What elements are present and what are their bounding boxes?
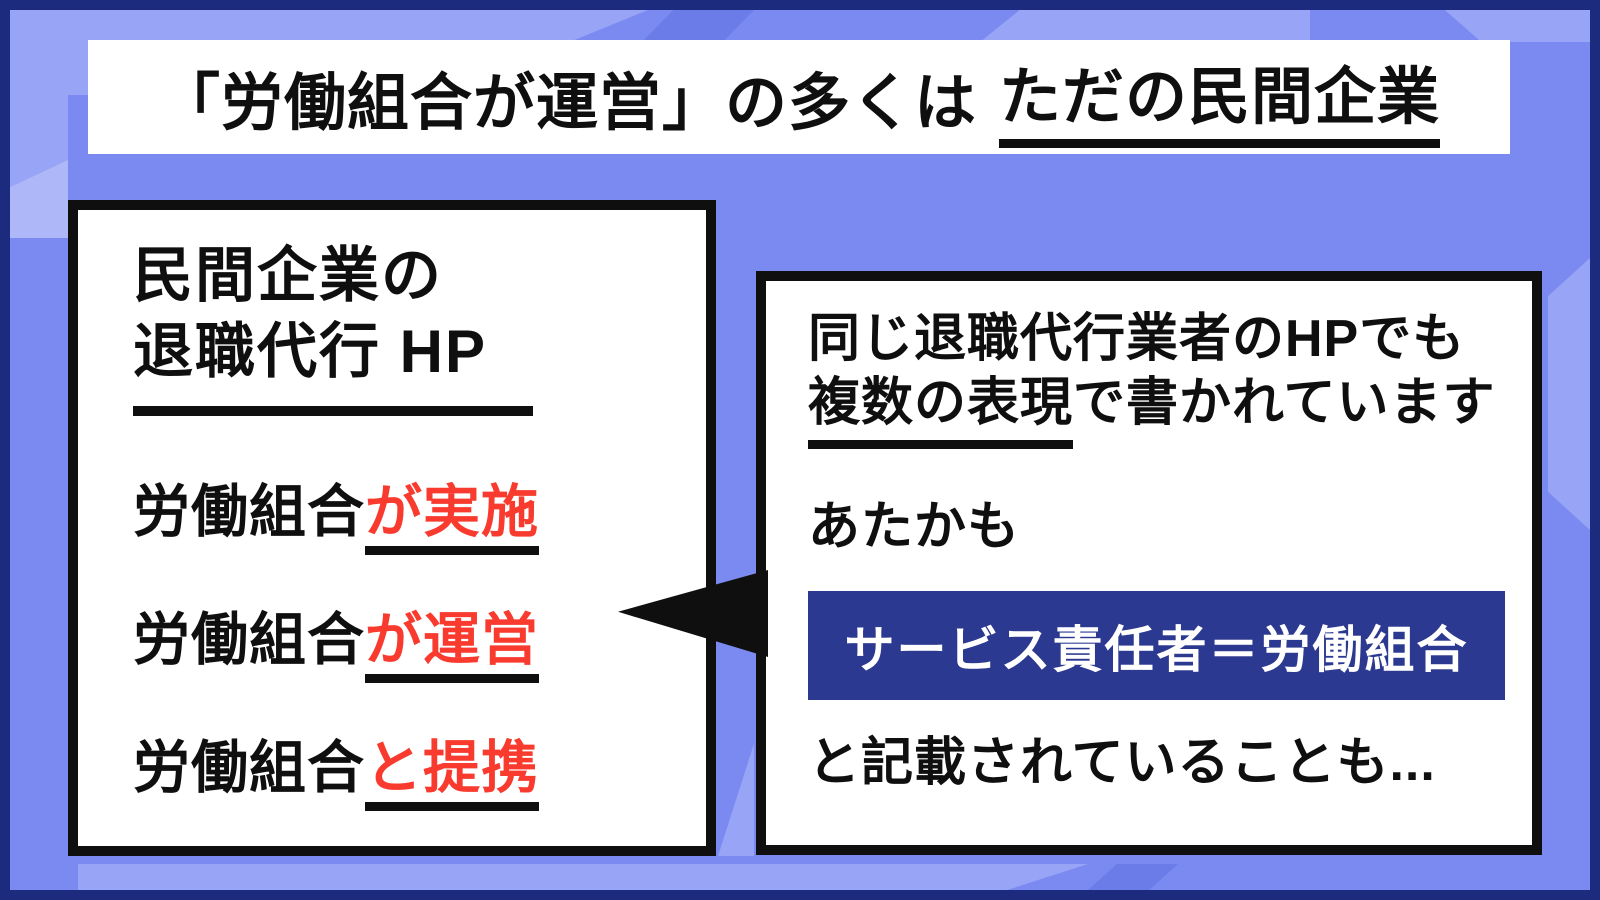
bg-band-shape bbox=[1445, 10, 1590, 42]
intro-line-2-rest: で書かれています bbox=[1073, 374, 1496, 432]
badge-text: サービス責任者＝労働組合 bbox=[844, 621, 1469, 678]
intro-line-2: 複数の表現で書かれています bbox=[808, 371, 1504, 449]
heading-line-2: 退職代行 HP bbox=[133, 318, 488, 385]
bg-band-shape bbox=[642, 10, 754, 42]
intro-line-1: 同じ退職代行業者のHPでも bbox=[808, 310, 1466, 368]
intro-paragraph: 同じ退職代行業者のHPでも 複数の表現で書かれています bbox=[808, 307, 1504, 449]
item-highlight: と提携 bbox=[365, 738, 539, 811]
right-panel: 同じ退職代行業者のHPでも 複数の表現で書かれています あたかも サービス責任者… bbox=[756, 271, 1542, 855]
bg-band-shape bbox=[1088, 864, 1178, 890]
outro-text: と記載されていることも... bbox=[808, 734, 1436, 792]
lead-text: あたかも bbox=[808, 498, 1021, 556]
expression-item-2: 労働組合が運営 bbox=[133, 610, 706, 683]
bg-band-shape bbox=[78, 864, 1088, 890]
left-panel-heading: 民間企業の 退職代行 HP bbox=[133, 238, 706, 390]
heading-underline bbox=[133, 406, 533, 416]
title-emphasis: ただの民間企業 bbox=[999, 46, 1441, 148]
equation-badge: サービス責任者＝労働組合 bbox=[808, 591, 1505, 700]
item-prefix: 労働組合 bbox=[133, 736, 365, 800]
heading-line-1: 民間企業の bbox=[133, 242, 443, 309]
item-highlight: が運営 bbox=[365, 610, 539, 683]
bg-band-shape bbox=[980, 10, 1310, 42]
intro-underlined-phrase: 複数の表現 bbox=[808, 371, 1074, 449]
bg-triangle-shape bbox=[718, 743, 754, 856]
item-prefix: 労働組合 bbox=[133, 480, 365, 544]
item-highlight: が実施 bbox=[365, 482, 539, 555]
bg-band-shape bbox=[88, 10, 648, 42]
expression-item-3: 労働組合と提携 bbox=[133, 738, 706, 811]
expression-item-1: 労働組合が実施 bbox=[133, 482, 706, 555]
title-banner: 「労働組合が運営」の多くはただの民間企業 bbox=[88, 40, 1510, 154]
left-panel: 民間企業の 退職代行 HP 労働組合が実施 労働組合が運営 労働組合と提携 bbox=[68, 200, 716, 856]
title-text: 「労働組合が運営」の多くは bbox=[157, 69, 977, 138]
item-prefix: 労働組合 bbox=[133, 608, 365, 672]
bg-band-shape bbox=[1548, 258, 1590, 530]
